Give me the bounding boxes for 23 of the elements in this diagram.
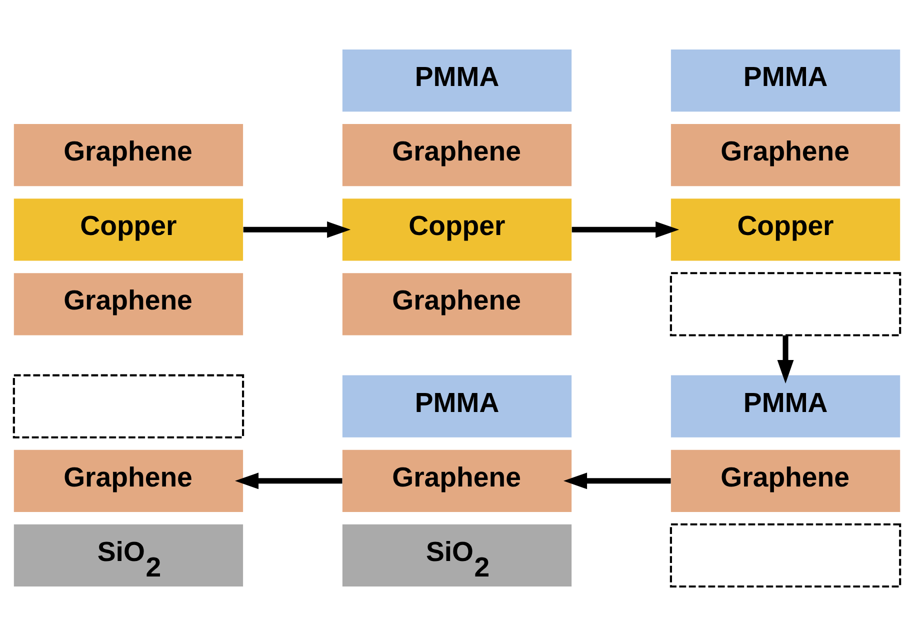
arrow bbox=[572, 221, 680, 238]
node-box: Copper bbox=[14, 198, 244, 261]
node-box bbox=[12, 374, 244, 438]
arrow bbox=[564, 472, 671, 490]
arrow bbox=[243, 221, 351, 238]
node-box: Graphene bbox=[342, 273, 572, 336]
node-box: Graphene bbox=[670, 450, 900, 512]
node-box: Graphene bbox=[342, 450, 572, 512]
node-box: PMMA bbox=[342, 50, 572, 112]
node-box: Graphene bbox=[342, 124, 572, 186]
arrow bbox=[777, 335, 794, 384]
node-box bbox=[670, 523, 902, 588]
node-box: Graphene bbox=[14, 273, 244, 336]
node-box: PMMA bbox=[342, 375, 572, 438]
node-box: PMMA bbox=[670, 375, 900, 438]
node-box: Graphene bbox=[14, 124, 244, 186]
node-box: Graphene bbox=[14, 450, 244, 512]
node-box: Graphene bbox=[670, 124, 900, 186]
node-box: Copper bbox=[342, 198, 572, 261]
node-box: PMMA bbox=[670, 50, 900, 112]
node-box bbox=[670, 272, 902, 336]
node-box: Copper bbox=[670, 198, 900, 261]
arrow bbox=[234, 472, 342, 490]
